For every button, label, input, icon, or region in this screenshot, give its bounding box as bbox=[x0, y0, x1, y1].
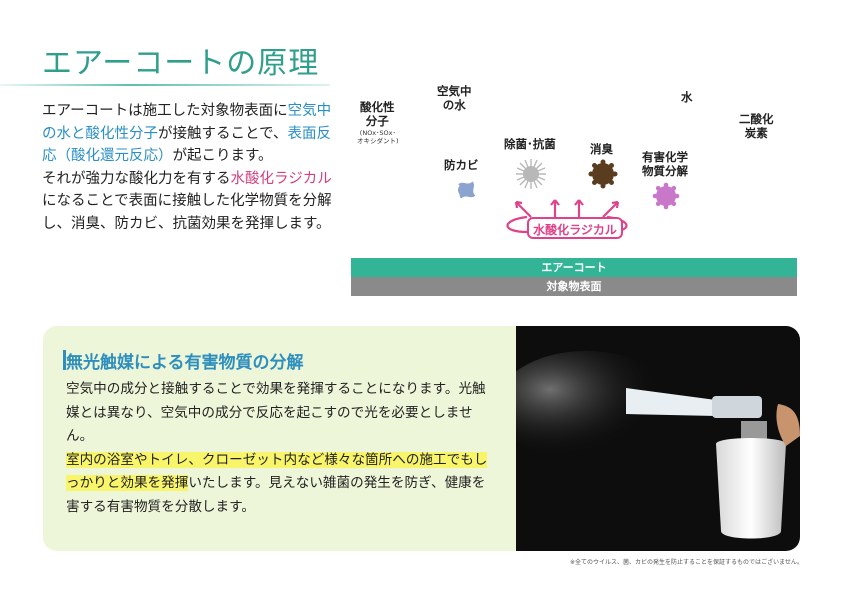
intro-text: それが強力な酸化力を有する bbox=[42, 170, 231, 187]
air-coat-layer: エアーコート bbox=[351, 258, 797, 277]
intro-highlight-pink: 水酸化ラジカル bbox=[230, 170, 332, 187]
info-panel bbox=[43, 326, 800, 551]
page-title: エアーコートの原理 bbox=[42, 46, 320, 81]
antibac-icon bbox=[516, 159, 546, 189]
deodor-icon bbox=[588, 159, 618, 189]
panel-text-3: いたします。見えない雑菌の発生を防ぎ、健康を害する有害物質を分散します。 bbox=[66, 475, 486, 515]
spray-gun-icon bbox=[496, 351, 800, 539]
panel-heading: 無光触媒による有害物質の分解 bbox=[66, 353, 304, 373]
intro-text: が接触することで、 bbox=[158, 125, 288, 142]
footnote: ※全てのウイルス、菌、カビの発生を防止することを保証するものではございません。 bbox=[570, 559, 803, 566]
antimold-label: 防カビ bbox=[444, 158, 479, 172]
oxidizer-note: (NOx･SOx･ オキシダント) bbox=[357, 129, 399, 145]
reaction-diagram bbox=[458, 159, 680, 234]
oxidizer-label: 酸化性 分子 bbox=[360, 100, 395, 128]
surface-layer: 対象物表面 bbox=[351, 277, 797, 296]
title-underline bbox=[0, 84, 330, 86]
antibac-label: 除菌･抗菌 bbox=[504, 137, 556, 151]
antimold-icon bbox=[458, 181, 476, 199]
decomp-label: 有害化学 物質分解 bbox=[642, 150, 688, 178]
intro-paragraph: エアーコートは施工した対象物表面に空気中の水と酸化性分子が接触することで、表面反… bbox=[42, 100, 342, 236]
panel-text-1: 空気中の成分と接触することで効果を発揮することになります。光触媒とは異なり、空気… bbox=[66, 381, 486, 445]
panel-text: 空気中の成分と接触することで効果を発揮することになります。光触媒とは異なり、空気… bbox=[66, 378, 498, 520]
co2-label: 二酸化 炭素 bbox=[739, 112, 774, 140]
intro-highlight-blue: 表面反応（酸化還元反応） bbox=[42, 125, 331, 165]
deodor-label: 消臭 bbox=[590, 142, 613, 156]
decomp-icon bbox=[652, 182, 680, 210]
intro-text: になることで表面に接触した化学物質を分解し、消臭、防カビ、抗菌効果を発揮します。 bbox=[42, 193, 332, 232]
air-water-label: 空気中 の水 bbox=[437, 84, 472, 112]
spray-photo bbox=[496, 326, 800, 551]
heading-accent-bar bbox=[63, 350, 66, 370]
water-label: 水 bbox=[681, 90, 693, 104]
intro-text: エアーコートは施工した対象物表面に bbox=[42, 103, 288, 119]
intro-highlight-blue: 空気中の水と酸化性分子 bbox=[42, 103, 332, 142]
intro-text: が起こります。 bbox=[172, 148, 273, 165]
radical-box: 水酸化ラジカル bbox=[527, 217, 623, 239]
